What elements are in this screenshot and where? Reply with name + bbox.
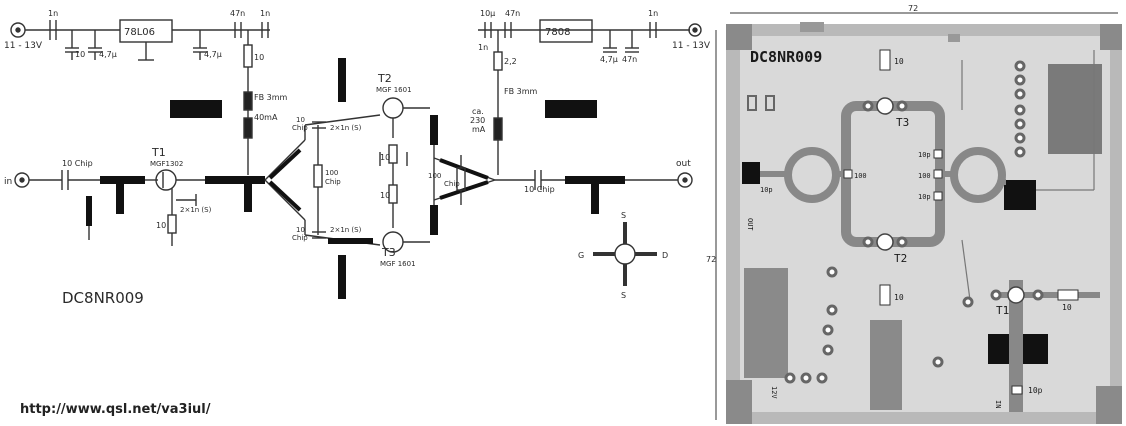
- pcb-out-label: OUT: [746, 218, 754, 231]
- regulator-right-label: 7808: [545, 27, 570, 38]
- cap-label: 47n: [622, 55, 637, 64]
- bypass-label: 2×1n (S): [180, 206, 212, 214]
- schematic-title: DC8NR009: [62, 289, 144, 307]
- cap-label: 1n: [48, 9, 58, 18]
- chip-label: Chip: [292, 234, 308, 242]
- chip-label: 100: [428, 172, 441, 180]
- chip-label: Chip: [444, 180, 460, 188]
- t3-name: T3: [381, 246, 396, 259]
- pin-label: S: [621, 211, 626, 220]
- cap-label: 1n: [648, 9, 658, 18]
- chip-label: Chip: [292, 124, 308, 132]
- chip-label: 10 Chip: [62, 159, 93, 168]
- pin-label: D: [662, 251, 668, 260]
- pcb-t1-label: T1: [996, 304, 1009, 317]
- pcb-cap-label: 100: [854, 172, 867, 180]
- cap-label: 47n: [230, 9, 245, 18]
- schematic-diagram: [10, 19, 702, 299]
- pcb-in-label: IN: [994, 400, 1002, 408]
- regulator-left-label: 78L06: [124, 27, 155, 38]
- res-label: 10: [156, 221, 166, 230]
- current-label: ca.: [472, 107, 484, 116]
- output-label: out: [676, 159, 691, 169]
- chip-label: 10: [296, 116, 305, 124]
- transistor-t1: [155, 169, 177, 191]
- pcb-cap-label: 10p: [1028, 386, 1043, 395]
- fb-label: FB 3mm: [504, 87, 538, 96]
- input-label: in: [4, 177, 12, 187]
- pcb-t3: [876, 97, 894, 115]
- t2-name: T2: [377, 72, 392, 85]
- pin-label: S: [621, 291, 626, 300]
- current-label: 230: [470, 116, 485, 125]
- chip-label: 100: [325, 169, 338, 177]
- supply-left-label: 11 - 13V: [4, 41, 43, 51]
- pin-label: G: [578, 251, 584, 260]
- current-label: mA: [472, 125, 486, 134]
- stub-block-1: [170, 100, 222, 118]
- cap-label: 10µ: [480, 9, 495, 18]
- stub-block-2: [545, 100, 597, 118]
- pcb-t2: [876, 233, 894, 251]
- pcb-cap-label: 10p: [760, 186, 773, 194]
- source-url: http://www.qsl.net/va3iul/: [20, 402, 211, 417]
- cap-label: 1n: [260, 9, 270, 18]
- pcb-t2-label: T2: [894, 252, 907, 265]
- cap-label: 47n: [505, 9, 520, 18]
- t1-type: MGF1302: [150, 160, 183, 168]
- pcb-dim-top: 72: [908, 4, 918, 13]
- bypass-label: 2×1n (S): [330, 226, 362, 234]
- pcb-res-label: 10: [894, 293, 904, 302]
- t3-type: MGF 1601: [380, 260, 416, 268]
- chip-label: Chip: [325, 178, 341, 186]
- current-label: 40mA: [254, 113, 278, 122]
- pcb-res-label: 10: [1062, 303, 1072, 312]
- pcb-t3-label: T3: [896, 116, 909, 129]
- chip-label: 10: [296, 226, 305, 234]
- fet-pinout-symbol: [614, 243, 636, 265]
- schematic-labels: 11 - 13V 78L06 1n 10 4,7µ 4,7µ 47n 1n 10…: [4, 9, 711, 307]
- pcb-cap-label: 10p: [918, 151, 931, 159]
- cap-label: 4,7µ: [600, 55, 618, 64]
- pcb-pad-black: [1004, 180, 1036, 210]
- cap-label: 10: [75, 50, 85, 59]
- bypass-label: 2×1n (S): [330, 124, 362, 132]
- chip-label: 10 Chip: [524, 185, 555, 194]
- t2-type: MGF 1601: [376, 86, 412, 94]
- pcb-title: DC8NR009: [750, 48, 822, 66]
- cap-label: 4,7µ: [204, 50, 222, 59]
- supply-right-label: 11 - 13V: [672, 41, 711, 51]
- pcb-cap-label: 100: [918, 172, 931, 180]
- res-label: 10: [380, 153, 390, 162]
- pcb-res-label: 10: [894, 57, 904, 66]
- transistor-t2: [382, 97, 404, 119]
- t1-name: T1: [151, 146, 166, 159]
- res-label: 10: [254, 53, 264, 62]
- pcb-t1: [1007, 286, 1025, 304]
- cap-label: 4,7µ: [99, 50, 117, 59]
- pcb-layout: 72 72: [706, 4, 1122, 424]
- regulator-7808: [539, 19, 593, 43]
- pcb-12v-label: 12V: [770, 386, 778, 399]
- pcb-ground-area: [1048, 64, 1102, 154]
- res-label: 2,2: [504, 57, 517, 66]
- res-label: 10: [380, 191, 390, 200]
- cap-label: 1n: [478, 43, 488, 52]
- fb-label: FB 3mm: [254, 93, 288, 102]
- pcb-cap-label: 10p: [918, 193, 931, 201]
- pcb-dim-left: 72: [706, 255, 716, 264]
